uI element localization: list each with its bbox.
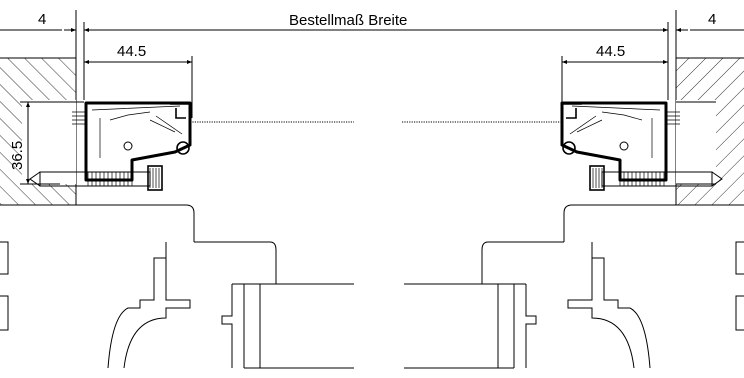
left-window-frame (0, 204, 354, 369)
dimension-right-depth (561, 56, 668, 118)
dimension-order-width-label: Bestellmaß Breite (289, 12, 407, 29)
dimension-left-height-label: 36.5 (9, 141, 26, 170)
right-window-frame (404, 204, 744, 369)
dimension-gap-right-label: 4 (708, 11, 716, 28)
left-wall-section (0, 57, 77, 206)
left-frame-profile (72, 101, 192, 182)
right-wall-section (675, 57, 744, 206)
dimension-left-depth-label: 44.5 (117, 43, 146, 60)
dimension-gap-left-label: 4 (38, 11, 46, 28)
right-screw (589, 165, 723, 191)
dimension-left-depth (84, 56, 193, 118)
left-screw (29, 165, 163, 191)
right-frame-profile (560, 101, 680, 182)
dimension-right-depth-label: 44.5 (596, 43, 625, 60)
